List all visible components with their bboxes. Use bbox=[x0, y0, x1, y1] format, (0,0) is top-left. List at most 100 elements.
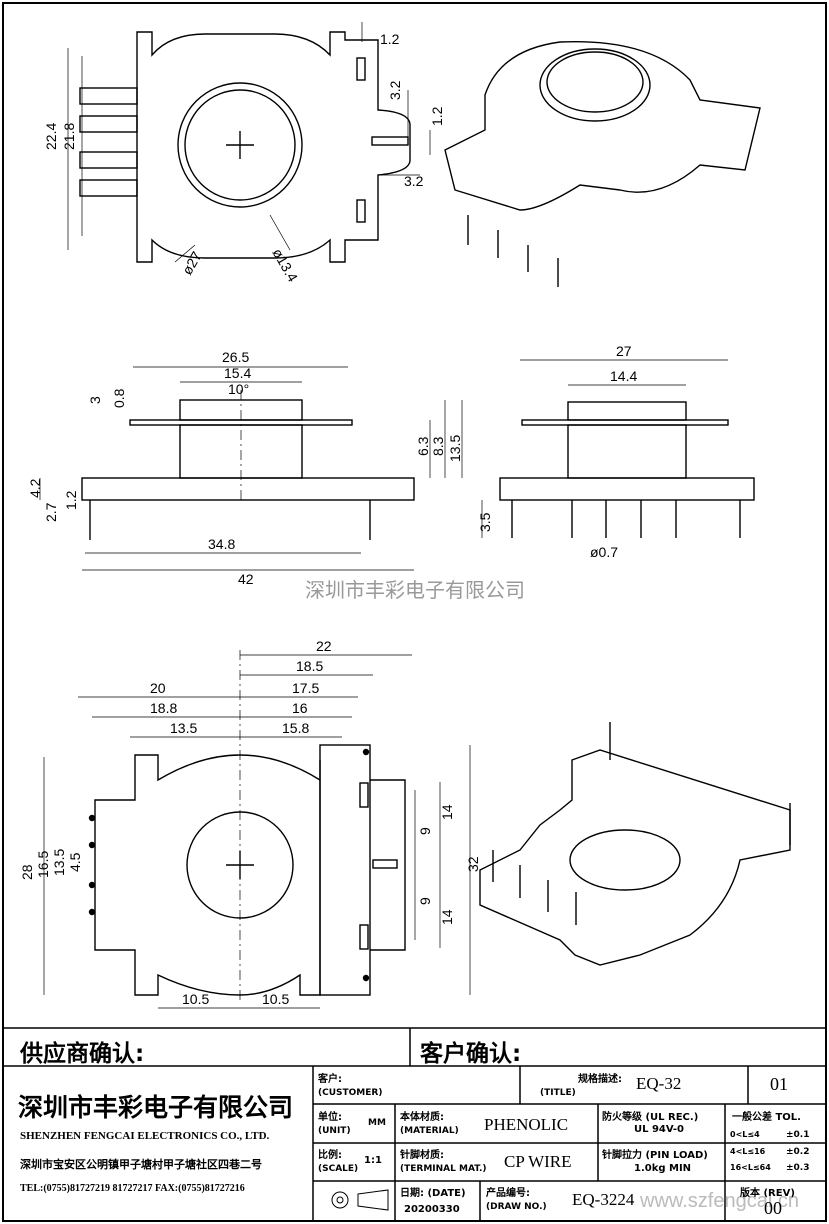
dim-14-b: 14 bbox=[439, 909, 455, 925]
bottom-tab bbox=[370, 779, 406, 951]
terminal-label: 针脚材质: bbox=[400, 1150, 444, 1161]
dim-28: 28 bbox=[19, 864, 35, 880]
unit-label-en: (UNIT) bbox=[318, 1126, 351, 1136]
dim-3-2-a: 3.2 bbox=[387, 80, 403, 100]
iso-pins-top bbox=[467, 215, 559, 287]
date-value: 20200330 bbox=[404, 1204, 460, 1215]
company-tel-fax: TEL:(0755)81727219 81727217 FAX:(0755)81… bbox=[20, 1183, 245, 1194]
scale-value: 1:1 bbox=[364, 1155, 382, 1166]
dim-15-4: 15.4 bbox=[224, 365, 251, 381]
dim-18-5: 18.5 bbox=[296, 658, 323, 674]
tol-range-2: 4<L≤16 bbox=[730, 1147, 766, 1156]
dim-10-deg: 10° bbox=[228, 381, 249, 397]
front-base bbox=[81, 477, 415, 501]
slot-tab bbox=[371, 136, 409, 146]
bottom-slot-b bbox=[359, 924, 369, 950]
date-label: 日期: (DATE) bbox=[400, 1188, 466, 1199]
isometric-view-top bbox=[444, 40, 761, 287]
scale-label-en: (SCALE) bbox=[318, 1164, 359, 1174]
side-base bbox=[499, 477, 755, 501]
side-view bbox=[499, 401, 755, 538]
rev-label: 版本 (REV) bbox=[740, 1188, 795, 1199]
dim-13-5-c: 13.5 bbox=[51, 849, 67, 876]
title-block-lines bbox=[3, 1027, 826, 1221]
title-value: EQ-32 bbox=[636, 1074, 682, 1093]
iso-b-body bbox=[479, 749, 791, 966]
tol-value-2: ±0.2 bbox=[786, 1147, 810, 1157]
terminal-label-en: (TERMINAL MAT.) bbox=[400, 1164, 487, 1174]
dim-9-b: 9 bbox=[417, 897, 433, 905]
material-label: 本体材质: bbox=[400, 1112, 444, 1123]
top-view-dimlines bbox=[67, 22, 431, 263]
pin-slots-top bbox=[79, 87, 138, 197]
side-flange bbox=[521, 419, 729, 426]
terminal-value: CP WIRE bbox=[504, 1152, 572, 1171]
supplier-confirm-label: 供应商确认: bbox=[20, 1041, 145, 1067]
material-label-en: (MATERIAL) bbox=[400, 1126, 459, 1136]
dim-4-2: 4.2 bbox=[27, 478, 43, 498]
dim-13-5-b: 13.5 bbox=[170, 720, 197, 736]
dim-6-3: 6.3 bbox=[415, 436, 431, 456]
unit-label: 单位: bbox=[318, 1112, 342, 1123]
dim-3-5: 3.5 bbox=[477, 512, 493, 532]
dim-1-2-a: 1.2 bbox=[380, 31, 400, 47]
tol-value-3: ±0.3 bbox=[786, 1163, 810, 1173]
dim-dia-13-4: ø13.4 bbox=[269, 246, 301, 285]
dim-3-2-b: 3.2 bbox=[404, 173, 424, 189]
customer-confirm-label: 客户确认: bbox=[420, 1041, 522, 1067]
iso-core-outer bbox=[539, 48, 651, 122]
rev-value: 00 bbox=[764, 1198, 782, 1218]
bottom-slot-a bbox=[359, 782, 369, 808]
projection-symbol bbox=[331, 1189, 389, 1211]
tol-range-3: 16<L≤64 bbox=[730, 1163, 771, 1172]
dim-34-8: 34.8 bbox=[208, 536, 235, 552]
pin-load-label: 针脚拉力 (PIN LOAD) bbox=[602, 1150, 708, 1161]
company-address: 深圳市宝安区公明镇甲子塘村甲子塘社区四巷二号 bbox=[20, 1158, 262, 1171]
iso-core-inner bbox=[546, 51, 644, 113]
dim-dia-27: ø27 bbox=[179, 248, 205, 277]
dim-1-2-b: 1.2 bbox=[429, 106, 445, 126]
dim-26-5: 26.5 bbox=[222, 349, 249, 365]
sheet-number: 01 bbox=[770, 1074, 788, 1094]
bottom-view bbox=[88, 650, 406, 1000]
dim-8-3: 8.3 bbox=[430, 436, 446, 456]
dim-22: 22 bbox=[316, 638, 332, 654]
dim-18-8: 18.8 bbox=[150, 700, 177, 716]
front-dimlines bbox=[39, 366, 463, 571]
dim-3: 3 bbox=[87, 396, 103, 404]
title-label: 规格描述: bbox=[578, 1074, 622, 1085]
slot-lower bbox=[356, 199, 366, 223]
scale-label: 比例: bbox=[318, 1150, 342, 1161]
dim-16: 16 bbox=[292, 700, 308, 716]
top-view bbox=[79, 31, 411, 263]
tol-range-1: 0<L≤4 bbox=[730, 1130, 760, 1139]
core-hole-outer bbox=[177, 82, 303, 208]
dim-17-5: 17.5 bbox=[292, 680, 319, 696]
unit-value: MM bbox=[368, 1118, 386, 1128]
front-view bbox=[81, 390, 415, 540]
tolerance-label: 一般公差 TOL. bbox=[732, 1112, 801, 1123]
draw-no-label-en: (DRAW NO.) bbox=[486, 1202, 547, 1212]
material-value: PHENOLIC bbox=[484, 1115, 569, 1134]
dim-10-5-b: 10.5 bbox=[262, 991, 289, 1007]
title-label-en: (TITLE) bbox=[540, 1088, 576, 1098]
ul-label: 防火等级 (UL REC.) bbox=[602, 1112, 699, 1123]
company-name-en: SHENZHEN FENGCAI ELECTRONICS CO., LTD. bbox=[20, 1130, 270, 1142]
dim-9-a: 9 bbox=[417, 827, 433, 835]
dim-1-2: 1.2 bbox=[63, 490, 79, 510]
dim-14-a: 14 bbox=[439, 804, 455, 820]
watermark: 深圳市丰彩电子有限公司 bbox=[305, 578, 525, 602]
bottom-pin-marks bbox=[88, 748, 370, 982]
side-top-cap bbox=[567, 401, 687, 421]
dim-20: 20 bbox=[150, 680, 166, 696]
dim-13-5: 13.5 bbox=[447, 435, 463, 462]
core-hole-inner bbox=[184, 89, 296, 201]
dim-10-5-a: 10.5 bbox=[182, 991, 209, 1007]
ul-value: UL 94V-0 bbox=[634, 1124, 685, 1135]
draw-no-value: EQ-3224 bbox=[572, 1190, 635, 1209]
dim-42: 42 bbox=[238, 571, 254, 587]
bottom-outline bbox=[94, 754, 321, 996]
dim-2-7: 2.7 bbox=[43, 502, 59, 522]
dim-14-4: 14.4 bbox=[610, 368, 637, 384]
